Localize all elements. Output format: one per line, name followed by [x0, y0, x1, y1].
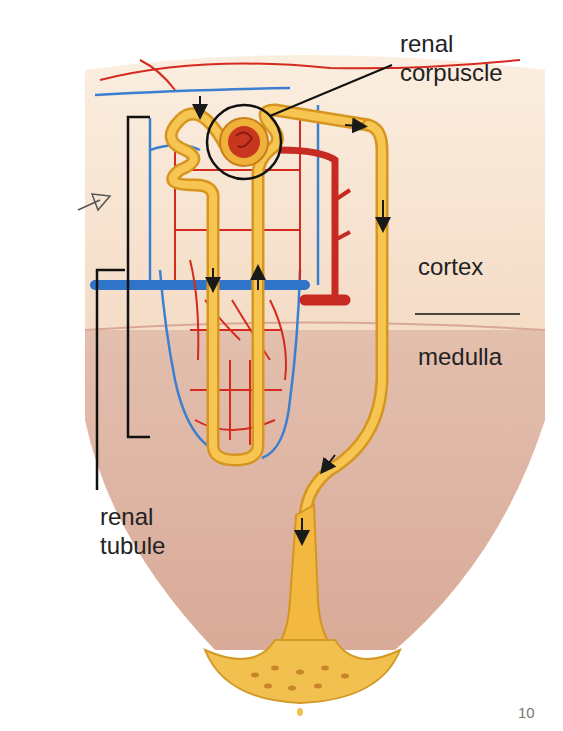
page-number: 10	[518, 704, 554, 722]
part-label: renal corpuscle	[400, 30, 535, 88]
region-label: cortex	[418, 253, 538, 282]
region-label: medulla	[418, 343, 548, 372]
part-label: renal tubule	[100, 503, 210, 561]
